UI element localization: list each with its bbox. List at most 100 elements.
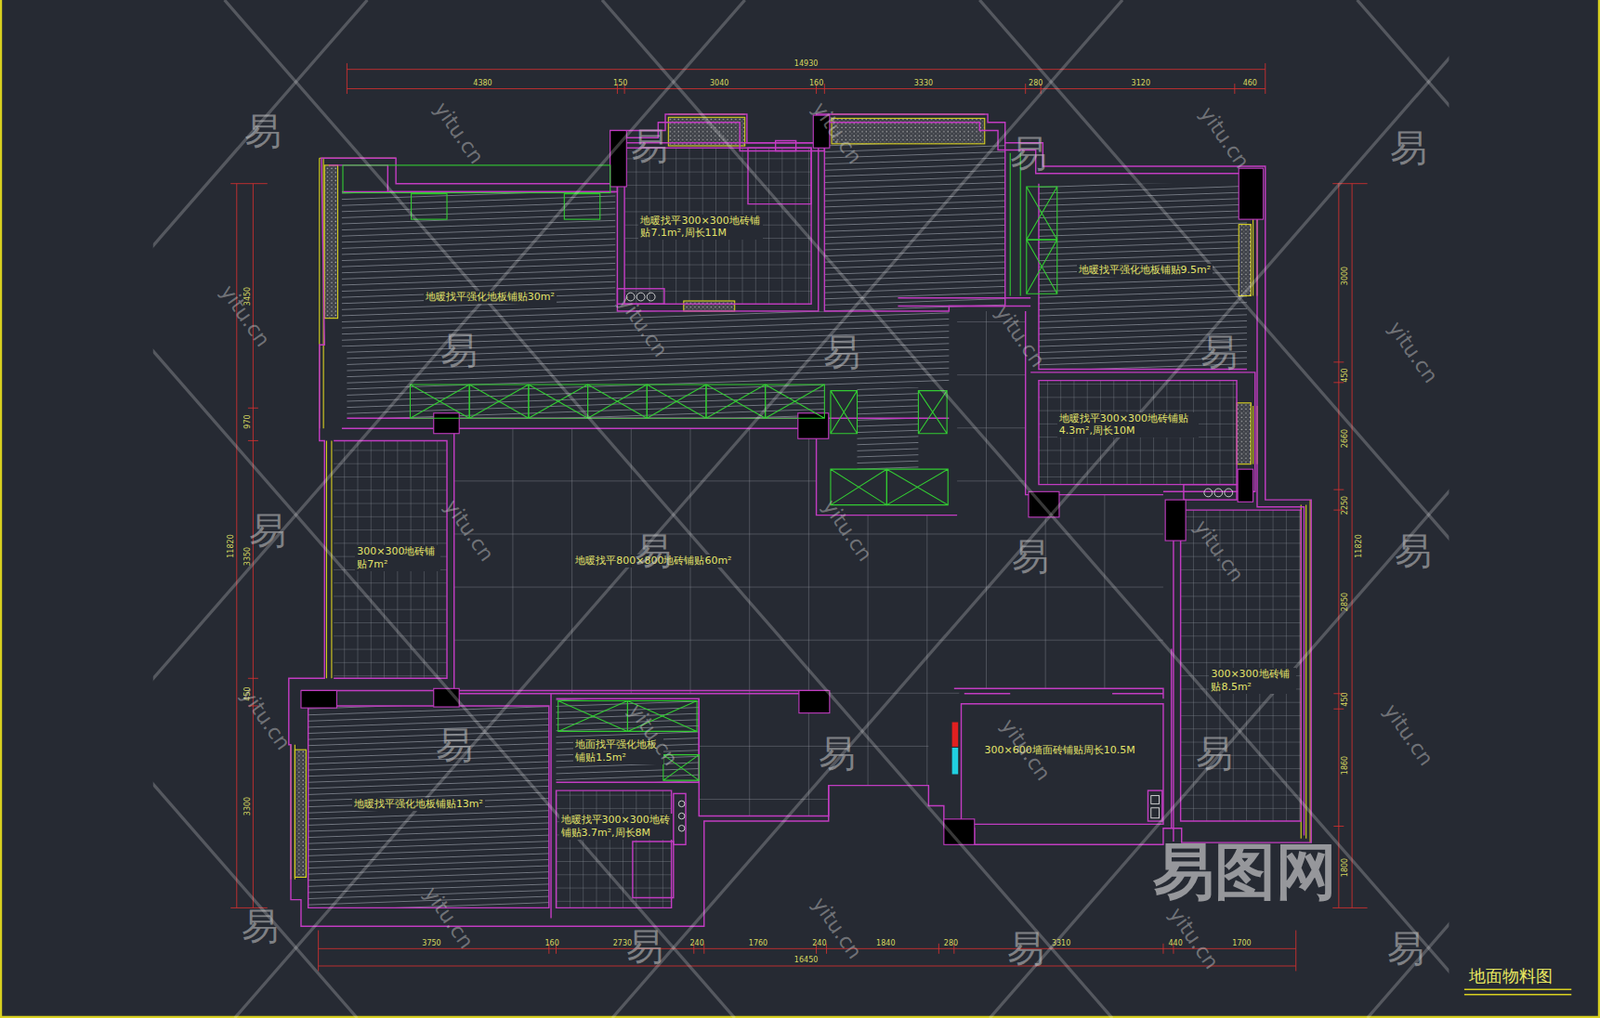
plan-shape [346,63,1265,94]
watermark: yitu.cn [1378,699,1438,771]
dimension-value: 2850 [1340,592,1350,612]
plan-shape [1332,183,1367,909]
plan-shape [1147,790,1162,822]
room-label: 地暖找平强化地板铺贴9.5m² [1076,263,1214,277]
plan-shape [683,301,735,312]
plan-shape [1236,403,1251,465]
plan-shape [830,391,858,434]
plan-shape [563,194,600,220]
plan-shape [1009,153,1021,297]
watermark: 易 [1195,727,1233,779]
watermark: yitu.cn [817,495,877,566]
room-area: 地暖找平300×300地砖铺贴7.1m²,周长11M [624,147,812,304]
plan-shape [1026,186,1058,240]
plan-shape [1214,488,1223,498]
plan-shape [918,391,947,434]
plan-shape [333,428,829,695]
plan-shape [556,790,672,908]
dimension-value: 4380 [472,78,492,88]
plan-shape [624,147,812,304]
room-area: 300×300地砖铺贴7m² [333,440,447,679]
watermark: 易 [1011,530,1050,582]
watermark-logo: 易图网 [1153,830,1338,915]
plan-shape [961,704,1164,826]
watermark: 易 [818,727,856,779]
dimension-value: 3000 [1340,265,1350,285]
room-area: 地暖找平800×800地砖铺贴60m² [454,428,1164,695]
dimension-value: 14930 [794,59,818,68]
watermark: 易 [626,921,664,973]
dimension-value: 2660 [1340,429,1350,448]
plan-shape [556,698,700,783]
plan-shape [616,143,818,312]
plan-shape [318,948,1297,967]
plan-shape [409,384,470,419]
room-area: 300×300地砖铺贴8.5m² [1180,510,1302,822]
drawing-title: 地面物料图 [1468,965,1553,988]
dimension-value: 450 [1340,367,1350,382]
watermark: 易 [1390,122,1428,174]
plan-shape [952,747,959,775]
plan-shape [324,165,338,319]
plan-shape [706,384,766,419]
watermark: 易 [241,901,279,953]
plan-shape [1237,469,1253,502]
plan-shape [411,194,447,220]
watermark-lines [153,0,1450,1018]
watermark: yitu.cn [807,893,866,965]
plan-shape [646,384,707,419]
watermark: 易 [1200,326,1238,378]
plan-shape [308,706,550,908]
dimension-value: 3310 [1051,938,1071,947]
plan-shape [678,813,685,820]
plan-shape [588,384,648,419]
dimension-value: 3300 [242,796,251,815]
plan-shape [1238,168,1263,220]
room-area: 地暖找平300×300地砖铺贴4.3m²,周长10M [1038,380,1237,486]
room-label: 300×300地砖铺贴7m² [354,545,441,572]
dimension-value: 3750 [421,938,441,947]
room-area: 300×600墙面砖铺贴周长10.5M [961,704,1164,826]
title-underline [1464,989,1572,995]
dimension-value: 2250 [1340,495,1350,514]
watermark: yitu.cn [613,291,672,363]
plan-shape [301,690,829,908]
watermark: 易 [1387,923,1425,975]
dimension-value: 970 [242,414,251,429]
plan-shape [799,690,830,713]
dimension-value: 11820 [1353,534,1363,558]
plan-shape [433,413,460,434]
plan-shape [646,292,656,302]
windows [294,117,1251,878]
plan-shape [153,0,1450,1018]
watermark: 易 [1007,923,1045,975]
plan-shape [1238,224,1251,297]
dimension-value: 460 [1243,78,1258,88]
plan-shape [678,825,685,832]
cabinets [342,153,1058,781]
dimension-value: 11820 [226,534,236,558]
plan-shape [1026,239,1058,294]
watermark: yitu.cn [991,301,1050,373]
watermark: yitu.cn [430,97,489,169]
plan-shape [1030,372,1256,492]
plan-shape [673,793,686,845]
room-label: 地暖找平强化地板铺贴30m² [423,290,557,304]
plan-shape [308,706,550,908]
watermark: 易 [249,505,287,557]
plan-shape [153,0,1450,1018]
plan-shape [775,141,797,152]
dimension-value: 160 [544,938,559,947]
plan-shape [856,387,919,470]
room-area: 地暖找平强化地板铺贴13m² [308,706,550,908]
watermark: 易 [1009,127,1048,179]
room-area: 地暖找平300×300地砖铺贴3.7m²,周长8M [556,790,672,908]
watermark: yitu.cn [1190,515,1249,587]
dimension-value: 3330 [914,78,933,88]
plan-shape [550,694,829,919]
watermark: 易 [823,326,861,378]
watermark: 易 [435,719,473,771]
plan-shape [1204,488,1213,498]
dimension-value: 280 [944,938,958,947]
